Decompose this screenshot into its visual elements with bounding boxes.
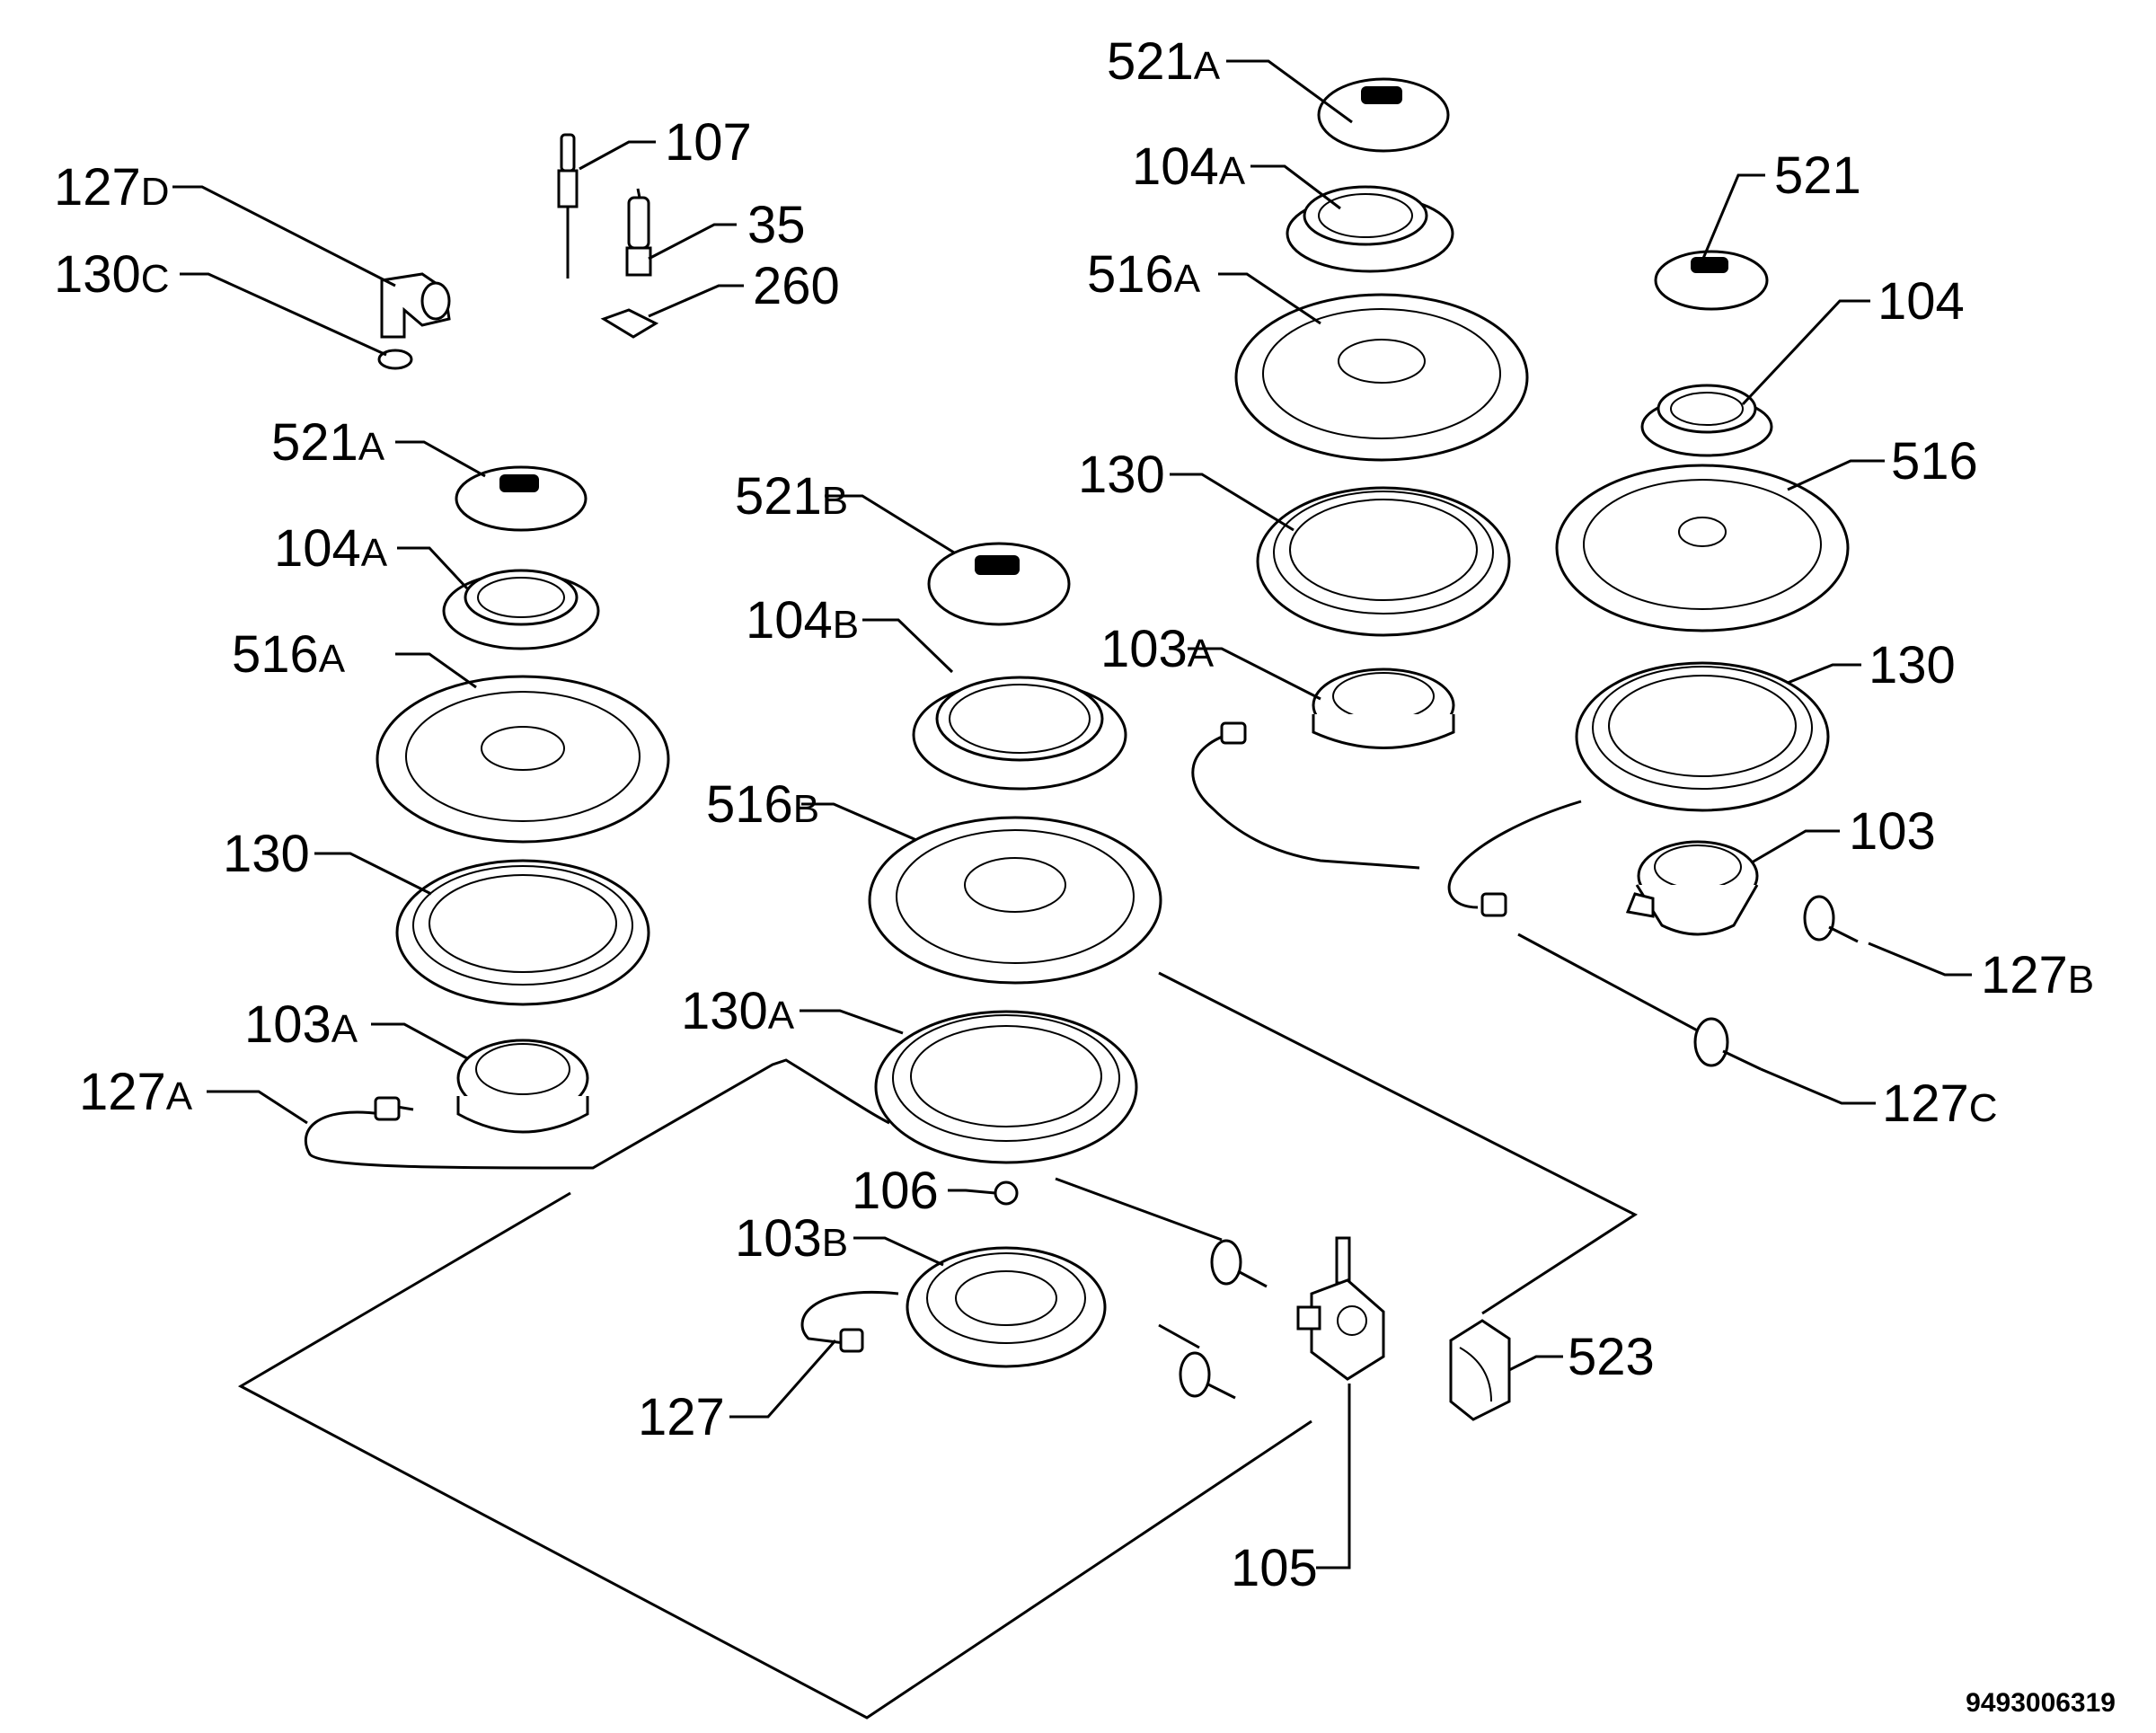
label-103b: 103B — [735, 1209, 848, 1268]
label-127a: 127A — [79, 1063, 193, 1121]
center-burner-stack — [868, 542, 1162, 1368]
label-127b: 127B — [1981, 946, 2094, 1004]
label-106: 106 — [852, 1162, 939, 1220]
label-103a-top-right: 103A — [1100, 620, 1215, 678]
label-127d: 127D — [54, 158, 170, 217]
label-516a-top-right: 516A — [1087, 245, 1201, 304]
label-130c: 130C — [54, 245, 170, 304]
gas-valve — [1296, 1236, 1385, 1381]
label-104b: 104B — [746, 591, 859, 650]
document-number: 9493006319 — [1966, 1688, 2116, 1718]
label-521a-left: 521A — [271, 413, 385, 472]
label-516b: 516B — [706, 775, 819, 834]
label-516-right: 516 — [1891, 432, 1978, 491]
label-35: 35 — [747, 196, 806, 254]
thermocouple — [557, 133, 579, 279]
label-127: 127 — [638, 1388, 725, 1446]
label-103-right: 103 — [1849, 802, 1936, 861]
label-130-top-right: 130 — [1078, 446, 1165, 504]
right-top-burner-stack — [1234, 77, 1529, 749]
right-burner-stack — [1555, 250, 1850, 936]
left-gas-pipe — [305, 1058, 890, 1170]
label-130a: 130A — [681, 982, 795, 1040]
center-pipes — [800, 1177, 1268, 1400]
left-burner-stack — [376, 465, 670, 1134]
hob-tray-outline — [237, 971, 1639, 1720]
label-107: 107 — [665, 113, 752, 172]
clip — [1449, 1319, 1511, 1421]
label-130-left: 130 — [223, 825, 310, 883]
label-523: 523 — [1568, 1328, 1655, 1386]
electrode-clip — [600, 308, 659, 339]
leader-lines — [172, 59, 1972, 1569]
label-103a-left: 103A — [244, 995, 358, 1054]
label-104-right: 104 — [1878, 272, 1965, 331]
label-521b: 521B — [735, 467, 848, 526]
elbow-connector — [377, 272, 451, 370]
label-260: 260 — [753, 257, 840, 315]
label-105: 105 — [1231, 1539, 1318, 1597]
electrode — [625, 188, 652, 277]
label-104a-top-right: 104A — [1132, 137, 1246, 196]
callout-labels: 521A 104A 516A 130 103A 521 104 516 130 … — [54, 32, 2094, 1597]
label-521a-top-right: 521A — [1107, 32, 1221, 91]
label-104a-left: 104A — [274, 519, 388, 578]
label-127c: 127C — [1882, 1074, 1998, 1133]
label-130-right: 130 — [1869, 636, 1956, 694]
right-pipes — [1191, 721, 1859, 1071]
label-521-right: 521 — [1774, 146, 1861, 205]
label-516a-left: 516A — [232, 625, 346, 684]
